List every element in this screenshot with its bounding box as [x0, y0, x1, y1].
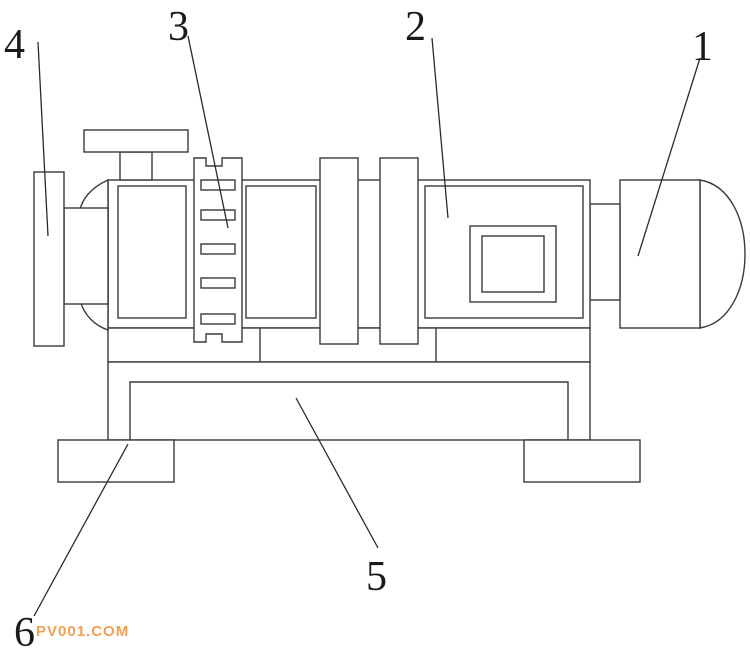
leader-5 [295, 397, 379, 549]
motor-coupling-neck [589, 203, 621, 301]
foot-left [57, 439, 175, 483]
leader-2 [431, 37, 449, 219]
coupling-flange-left [319, 157, 359, 345]
callout-5: 5 [366, 554, 387, 600]
watermark-text: PV001.COM [36, 623, 129, 640]
base-strip [107, 327, 591, 363]
fin-slot-4 [200, 277, 236, 289]
callout-3: 3 [168, 4, 189, 50]
support-frame-opening [129, 381, 569, 440]
leader-6 [33, 443, 129, 617]
inlet-pipe [63, 207, 109, 305]
inspection-window-inner [481, 235, 545, 293]
callout-1: 1 [692, 24, 713, 70]
callout-2: 2 [405, 4, 426, 50]
motor-end-cap [699, 179, 746, 329]
casing-window-left [117, 185, 187, 319]
foot-right [523, 439, 641, 483]
motor-housing [619, 179, 701, 329]
coupling-flange-right [379, 157, 419, 345]
outlet-flange [83, 129, 189, 153]
casing-window-mid [245, 185, 317, 319]
inlet-flange [33, 171, 65, 347]
leader-1 [637, 57, 701, 257]
outlet-neck [119, 151, 153, 181]
support-frame-outer [107, 361, 591, 441]
leader-4 [37, 41, 49, 237]
callout-6: 6 [14, 610, 35, 655]
fin-slot-2 [200, 209, 236, 221]
fin-slot-5 [200, 313, 236, 325]
leader-3 [187, 35, 229, 229]
fin-slot-3 [200, 243, 236, 255]
callout-4: 4 [4, 22, 25, 68]
